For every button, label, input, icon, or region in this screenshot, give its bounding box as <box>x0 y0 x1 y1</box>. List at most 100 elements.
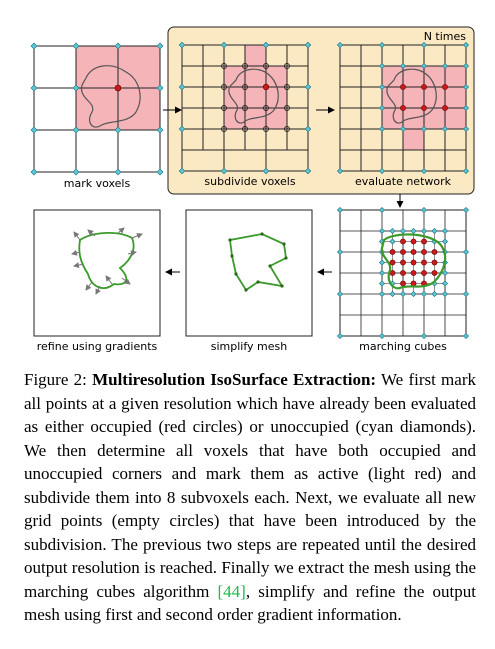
unoccupied-diamond <box>30 168 38 176</box>
loop-label: N times <box>424 30 467 43</box>
panel-simplify-mesh: simplify mesh <box>185 209 313 353</box>
caption-label: Figure 2: <box>24 370 93 389</box>
panel-label-marching-cubes: marching cubes <box>359 340 447 353</box>
unoccupied-diamond <box>156 168 164 176</box>
unoccupied-diamond <box>462 332 470 340</box>
unoccupied-diamond <box>262 41 270 49</box>
unoccupied-diamond <box>156 126 164 134</box>
occupied-circle <box>400 105 406 111</box>
caption-body: We first mark all points at a given reso… <box>24 370 476 601</box>
panel-label-evaluate-network: evaluate network <box>355 175 452 188</box>
mesh-vertex <box>230 254 234 258</box>
occupied-circle <box>431 270 438 276</box>
caption-body-end: , simplify and refine the output mesh us… <box>24 581 476 625</box>
mesh-vertex <box>282 242 286 246</box>
unoccupied-diamond <box>462 290 470 298</box>
unoccupied-diamond <box>30 42 38 50</box>
occupied-circle <box>400 238 406 245</box>
occupied-circle <box>400 249 406 255</box>
empty-circle <box>242 63 248 69</box>
unoccupied-diamond <box>378 104 386 112</box>
unoccupied-diamond <box>72 84 80 92</box>
occupied-circle <box>442 84 448 90</box>
mesh-vertex <box>234 272 238 276</box>
unoccupied-diamond <box>30 126 38 134</box>
unoccupied-diamond <box>420 125 428 133</box>
mesh-vertex <box>260 232 264 236</box>
unoccupied-diamond <box>420 167 428 175</box>
occupied-circle <box>421 84 427 90</box>
empty-circle <box>284 84 290 90</box>
unoccupied-diamond <box>336 248 344 256</box>
mesh-vertex <box>268 264 272 268</box>
occupied-circle <box>431 249 438 255</box>
unoccupied-diamond <box>114 168 122 176</box>
occupied-circle <box>400 270 406 276</box>
empty-circle <box>242 84 248 90</box>
occupied-circle <box>389 249 396 255</box>
unoccupied-diamond <box>420 206 428 214</box>
empty-circle <box>263 63 269 69</box>
caption-title: Multiresolution IsoSurface Extraction: <box>92 370 377 389</box>
unoccupied-diamond <box>462 167 470 175</box>
unoccupied-diamond <box>441 125 449 133</box>
unoccupied-diamond <box>389 290 396 298</box>
mesh-vertex <box>244 288 248 292</box>
unoccupied-diamond <box>304 167 312 175</box>
unoccupied-diamond <box>378 227 386 235</box>
panel-label-refine-using-gradients: refine using gradients <box>37 340 158 353</box>
empty-circle <box>242 105 248 111</box>
caption-citation-link[interactable]: [44] <box>217 581 246 601</box>
unoccupied-diamond <box>72 42 80 50</box>
mesh-vertex <box>256 280 260 284</box>
unoccupied-diamond <box>72 126 80 134</box>
occupied-circle <box>410 259 417 266</box>
unoccupied-diamond <box>378 290 386 298</box>
unoccupied-diamond <box>156 42 164 50</box>
unoccupied-diamond <box>178 125 186 133</box>
unoccupied-diamond <box>441 280 449 287</box>
panel-label-subdivide-voxels: subdivide voxels <box>204 175 295 188</box>
mesh-vertex <box>228 238 232 242</box>
occupied-circle <box>400 84 406 90</box>
unoccupied-diamond <box>114 42 122 50</box>
occupied-circle <box>400 280 406 287</box>
unoccupied-diamond <box>420 227 428 235</box>
unoccupied-diamond <box>420 62 428 70</box>
occupied-circle <box>400 259 406 266</box>
empty-circle <box>284 63 290 69</box>
panel-evaluate-network: evaluate network <box>336 41 470 188</box>
mesh-vertex <box>284 256 288 260</box>
occupied-circle <box>421 105 427 111</box>
unoccupied-diamond <box>441 238 449 245</box>
unoccupied-diamond <box>378 259 386 266</box>
unoccupied-diamond <box>178 167 186 175</box>
occupied-circle <box>410 249 417 255</box>
unoccupied-diamond <box>462 104 470 112</box>
unoccupied-diamond <box>420 332 428 340</box>
empty-circle <box>221 126 227 132</box>
occupied-circle <box>421 249 427 255</box>
unoccupied-diamond <box>378 125 386 133</box>
unoccupied-diamond <box>178 83 186 91</box>
empty-circle <box>242 126 248 132</box>
unoccupied-diamond <box>220 167 228 175</box>
occupied-circle <box>410 270 417 276</box>
unoccupied-diamond <box>441 269 449 277</box>
unoccupied-diamond <box>178 41 186 49</box>
empty-circle <box>221 63 227 69</box>
unoccupied-diamond <box>336 332 344 340</box>
occupied-circle <box>389 259 396 266</box>
unoccupied-diamond <box>336 167 344 175</box>
occupied-circle <box>421 270 427 276</box>
unoccupied-diamond <box>262 167 270 175</box>
panel-label-simplify-mesh: simplify mesh <box>211 340 287 353</box>
unoccupied-diamond <box>378 332 386 340</box>
unoccupied-diamond <box>30 84 38 92</box>
unoccupied-diamond <box>378 62 386 70</box>
unoccupied-diamond <box>220 41 228 49</box>
unoccupied-diamond <box>389 227 396 235</box>
unoccupied-diamond <box>304 125 312 133</box>
unoccupied-diamond <box>420 290 428 298</box>
unoccupied-diamond <box>336 290 344 298</box>
